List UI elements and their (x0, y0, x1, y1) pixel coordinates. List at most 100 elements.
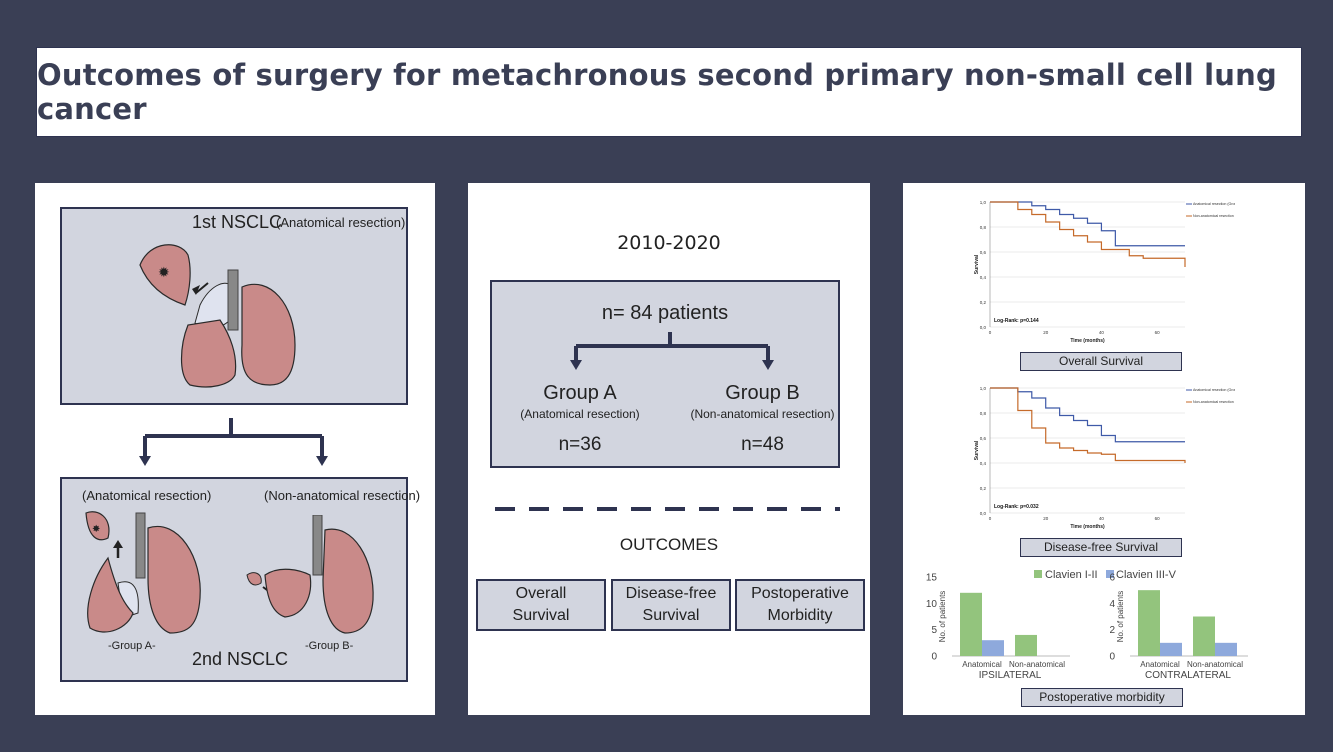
x-axis-label: Time (months) (1070, 524, 1105, 530)
title-banner: Outcomes of surgery for metachronous sec… (36, 47, 1302, 137)
bar (1215, 642, 1237, 656)
x-tick-label: Anatomical (962, 660, 1002, 669)
svg-text:✸: ✸ (92, 524, 100, 535)
x-tick-label: 20 (1043, 516, 1049, 521)
group-b-tag: -Group B- (305, 640, 354, 652)
x-axis-label: Time (months) (1070, 338, 1105, 344)
y-tick-label: 0,6 (980, 250, 987, 255)
bar (1160, 642, 1182, 656)
y-tick-label: 1,0 (980, 386, 987, 391)
outcomes-title: OUTCOMES (619, 535, 719, 554)
legend-label: Anatomical resection (Group A) (1193, 388, 1235, 392)
km-series-line (990, 387, 1186, 463)
x-tick-label: 60 (1155, 330, 1161, 335)
group-a-tag: -Group A- (108, 640, 156, 652)
bar (1138, 590, 1160, 656)
outcome-line2: Survival (642, 607, 700, 624)
first-nsclc-label: 1st NSCLC (192, 212, 283, 232)
bar (1193, 616, 1215, 656)
x-tick-label: 40 (1099, 516, 1105, 521)
y-tick-label: 0,2 (980, 300, 987, 305)
x-tick-label: Non-anatomical (1187, 660, 1243, 669)
legend-swatch-clavien-i-ii (1034, 570, 1042, 578)
second-nsclc-label: 2nd NSCLC (192, 649, 289, 669)
y-tick-label: 0,0 (980, 511, 987, 516)
km-series-line (990, 201, 1186, 267)
y-tick-label: 0,6 (980, 436, 987, 441)
cohort-box (490, 280, 840, 468)
y-tick-label: 2 (1109, 625, 1115, 636)
y-tick-label: 15 (926, 573, 938, 584)
y-tick-label: 0 (1109, 652, 1115, 663)
legend-label: Clavien I-II (1045, 569, 1098, 581)
page-title: Outcomes of surgery for metachronous sec… (37, 58, 1277, 126)
x-tick-label: 40 (1099, 330, 1105, 335)
outcome-line1: Postoperative (751, 584, 849, 602)
legend-label: Non-anatomical resection (Group B) (1193, 400, 1235, 404)
y-axis-label: Survival (974, 254, 980, 274)
y-tick-label: 0,8 (980, 411, 987, 416)
y-axis-label: Survival (974, 440, 980, 460)
outcome-line2: Survival (512, 607, 570, 624)
legend-label: Clavien III-V (1116, 569, 1177, 581)
y-tick-label: 1,0 (980, 200, 987, 205)
group-b-n: n=48 (741, 434, 784, 455)
lung-illustration-1: ✹ (139, 244, 296, 388)
x-tick-label: 0 (989, 516, 992, 521)
y-tick-label: 0,2 (980, 486, 987, 491)
left-split-connector (139, 418, 328, 466)
y-tick-label: 10 (926, 599, 938, 610)
x-tick-label: Non-anatomical (1009, 660, 1065, 669)
x-tick-label: 20 (1043, 330, 1049, 335)
bar (1015, 634, 1037, 656)
logrank-annotation: Log-Rank: p=0.032 (994, 504, 1039, 510)
cohort-split-connector (570, 332, 774, 370)
outcome-line1: Disease-free (625, 584, 717, 602)
legend-label: Anatomical resection (Group A) (1193, 202, 1235, 206)
y-tick-label: 4 (1109, 599, 1115, 610)
lung-illustration-group-b (246, 515, 374, 634)
legend-swatch-clavien-iii-v (1106, 570, 1114, 578)
x-tick-label: 60 (1155, 516, 1161, 521)
y-axis-label: No. of patients (1116, 591, 1125, 643)
outcome-line1: Overall (515, 584, 567, 602)
y-tick-label: 0,8 (980, 225, 987, 230)
outcome-line2: Morbidity (767, 607, 833, 624)
dashed-divider (495, 507, 840, 511)
first-nsclc-sublabel: (Anatomical resection) (276, 215, 406, 230)
lung-illustration-group-a: ✸ (85, 511, 201, 634)
group-b-name: Group B (725, 382, 800, 404)
morbidity-caption: Postoperative morbidity (1021, 688, 1183, 707)
km-series-line (990, 387, 1185, 443)
y-tick-label: 6 (1109, 573, 1115, 584)
legend-label: Non-anatomical resection (Group B) (1193, 214, 1235, 218)
y-tick-label: 0,0 (980, 325, 987, 330)
group-a-desc: (Anatomical resection) (520, 407, 640, 421)
y-tick-label: 0,4 (980, 461, 987, 466)
bar (960, 592, 982, 656)
x-tick-label: Anatomical (1140, 660, 1180, 669)
group-b-desc: (Non-anatomical resection) (690, 407, 835, 421)
svg-text:✹: ✹ (158, 265, 170, 281)
km-series-line (990, 201, 1185, 247)
study-period: 2010-2020 (617, 232, 721, 254)
y-tick-label: 0,4 (980, 275, 987, 280)
group-a-name: Group A (543, 382, 617, 404)
left-anatomical-caption: (Anatomical resection) (82, 488, 212, 503)
total-patients: n= 84 patients (601, 302, 729, 324)
group-a-n: n=36 (558, 434, 602, 455)
right-nonanatomical-caption: (Non-anatomical resection) (264, 488, 421, 503)
y-tick-label: 0 (931, 652, 937, 663)
y-axis-label: No. of patients (938, 591, 947, 643)
x-tick-label: 0 (989, 330, 992, 335)
logrank-annotation: Log-Rank: p=0.144 (994, 318, 1039, 324)
bar (982, 640, 1004, 656)
dfs-caption: Disease-free Survival (1020, 538, 1182, 557)
bar-chart-title: IPSILATERAL (979, 670, 1042, 681)
